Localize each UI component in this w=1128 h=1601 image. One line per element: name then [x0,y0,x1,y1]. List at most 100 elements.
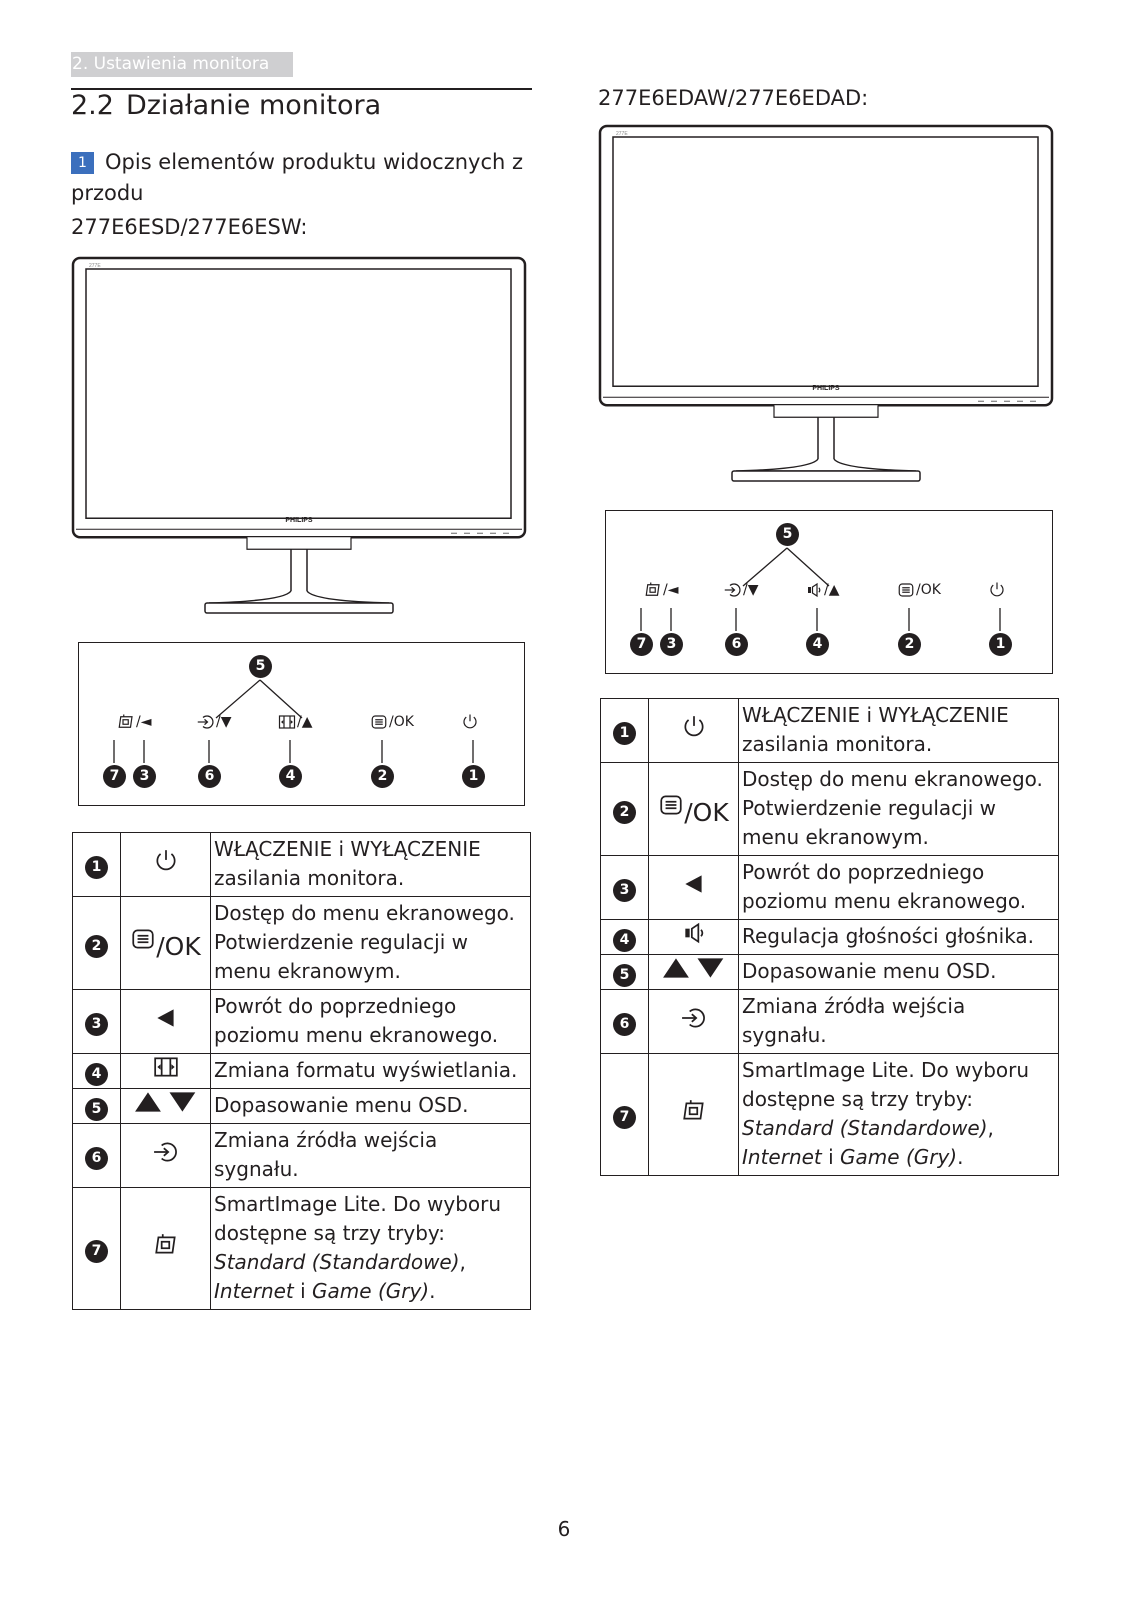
section-title-text: Działanie monitora [125,90,382,121]
description-text: Zmiana formatu wyświetlania. [214,1058,518,1082]
panel-button-suffix: /◄ [136,714,152,730]
table-row: 6 Zmiana źródła wejścia sygnału. [72,1123,531,1188]
description-text: Dostęp do menu ekranowego. Potwierdzenie… [742,767,1043,849]
description-text: SmartImage Lite. Do wyboru dostępne są t… [214,1192,502,1245]
smartimage-icon [153,1232,179,1258]
row-number: 3 [613,879,636,902]
callout-ball: 4 [806,633,829,656]
mode-name: Internet [214,1279,294,1303]
input-icon [153,1139,179,1165]
input-icon [724,581,742,599]
monitor-corner-text: 277E [89,263,101,269]
menu-icon [897,581,915,599]
mode-name: Game (Gry) [840,1145,958,1169]
panel-button-suffix: /OK [916,582,941,598]
row-icon-cell [120,989,211,1054]
power-icon [681,714,707,740]
description-text: Powrót do poprzedniego poziomu menu ekra… [214,994,499,1047]
row-description: Dopasowanie menu OSD. [210,1088,531,1124]
model-left-label: 277E6ESD/277E6ESW: [71,215,308,239]
row-number: 7 [613,1106,636,1129]
row-number-cell: 4 [72,1053,121,1089]
panel-button-suffix: /▼ [743,582,759,598]
callout-ball: 3 [133,765,156,788]
left-triangle-icon [681,871,707,897]
row-description: Powrót do poprzedniego poziomu menu ekra… [738,855,1059,920]
callout-line [259,679,303,719]
left-triangle-icon [153,1005,179,1031]
row-icon-cell [648,919,739,955]
menu-icon [130,926,156,952]
row-icon-cell: /OK [648,762,739,856]
up-down-icon [134,1089,196,1115]
row-number-cell: 4 [600,919,649,955]
row-icon-text: /OK [684,797,729,827]
panel-button-suffix: /▼ [216,714,232,730]
panel-button-power [461,713,479,731]
smartimage-icon [681,1098,707,1124]
smartimage-icon [117,713,135,731]
row-description: Regulacja głośności głośnika. [738,919,1059,955]
panel-button-smartimage: /◄ [644,581,678,599]
menu-icon [370,713,388,731]
monitor-drawing: PHILIPS 277E [598,124,1054,482]
row-icon-cell [648,989,739,1054]
callout-ball: 7 [630,633,653,656]
section-number: 2.2 [71,90,114,121]
description-text: SmartImage Lite. Do wyboru dostępne są t… [742,1058,1030,1111]
power-icon [461,713,479,731]
row-number: 2 [85,934,108,958]
row-icon-cell [648,1053,739,1176]
row-number-cell: 5 [72,1088,121,1124]
callout-line [786,547,830,587]
row-number: 1 [613,722,636,745]
row-icon-cell [120,1187,211,1310]
monitor-stand-neck [817,417,835,459]
callout-ball: 1 [462,765,485,788]
monitor-brand-logo: PHILIPS [812,385,840,392]
controls-table-right: 1 WŁĄCZENIE i WYŁĄCZENIE zasilania monito… [600,698,1059,1176]
section-title: 2.2 Działanie monitora [71,90,381,121]
row-number: 3 [85,1013,108,1036]
callout-ball: 6 [198,765,221,788]
monitor-corner-text: 277E [616,131,628,137]
row-number-cell: 3 [600,855,649,920]
row-number: 6 [85,1147,108,1170]
row-description: Zmiana formatu wyświetlania. [210,1053,531,1089]
row-number-cell: 1 [600,698,649,763]
row-icon-cell [648,698,739,763]
header-rule [71,88,532,90]
panel-button-power [988,581,1006,599]
panel-button-menu: /OK [370,713,414,731]
table-row: 3 Powrót do poprzedniego poziomu menu ekr… [600,855,1059,920]
panel-button-input: /▼ [724,581,758,599]
row-description: WŁĄCZENIE i WYŁĄCZENIE zasilania monitor… [738,698,1059,763]
page-number: 6 [557,1517,571,1541]
row-number-cell: 1 [72,832,121,897]
monitor-stand-curve [735,458,917,472]
monitor-stand-curve [208,590,390,604]
monitor-chin [773,405,879,418]
table-row: 7 SmartImage Lite. Do wyboru dostępne są … [600,1053,1059,1176]
monitor-illustration-right: PHILIPS 277E [598,124,1054,484]
callout-ball: 6 [725,633,748,656]
menu-icon [658,792,684,818]
callout-ball: 7 [103,765,126,788]
speaker-icon [805,581,823,599]
panel-button-suffix: /◄ [663,582,679,598]
callout-lines [640,547,1001,631]
subsection-title: Opis elementów produktu widocznych z prz… [71,150,524,205]
row-icon-cell [120,1053,211,1089]
table-row: 5 Dopasowanie menu OSD. [72,1088,531,1124]
row-description: SmartImage Lite. Do wyboru dostępne są t… [210,1187,531,1310]
row-icon-cell [120,832,211,897]
mode-name: Game (Gry) [312,1279,430,1303]
section-tag: 2. Ustawienia monitora [71,52,293,77]
row-description: Zmiana źródła wejścia sygnału. [210,1123,531,1188]
